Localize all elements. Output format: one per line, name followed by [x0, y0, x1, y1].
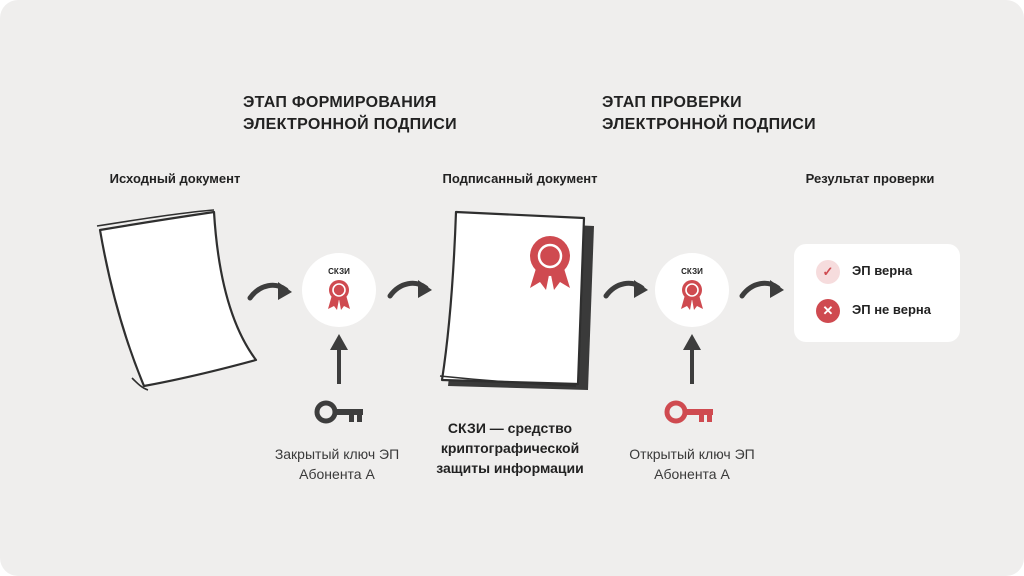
verification-result-card: ✓ ЭП верна ✕ ЭП не верна: [794, 244, 960, 342]
stage-signing-line1: ЭТАП ФОРМИРОВАНИЯ: [243, 94, 437, 111]
skzi-definition-line1: СКЗИ — средство: [447, 420, 573, 436]
public-key-line1: Открытый ключ ЭП: [629, 446, 755, 462]
skzi-definition-line3: защиты информации: [436, 460, 584, 476]
flow-arrow-3: [603, 280, 648, 299]
up-arrow-private-key: [330, 334, 348, 384]
cross-icon: ✕: [816, 299, 840, 323]
skzi-signing-circle: СКЗИ: [302, 253, 376, 327]
check-icon: ✓: [816, 260, 840, 284]
private-key-line2: Абонента А: [299, 466, 375, 482]
column-title-signed: Подписанный документ: [442, 171, 598, 186]
stage-verification-line2: ЭЛЕКТРОННОЙ ПОДПИСИ: [602, 116, 816, 133]
signed-document-icon: [439, 210, 594, 390]
skzi-badge-label: СКЗИ: [681, 267, 703, 276]
seal-icon: [681, 280, 703, 310]
source-document-icon: [96, 209, 258, 391]
stage-signing-heading: ЭТАП ФОРМИРОВАНИЯ ЭЛЕКТРОННОЙ ПОДПИСИ: [243, 92, 457, 136]
private-key-caption: Закрытый ключ ЭП Абонента А: [252, 444, 422, 484]
flow-arrow-2: [387, 280, 432, 299]
stage-verification-heading: ЭТАП ПРОВЕРКИ ЭЛЕКТРОННОЙ ПОДПИСИ: [602, 92, 816, 136]
private-key-line1: Закрытый ключ ЭП: [274, 446, 400, 462]
public-key-icon: [664, 400, 713, 424]
column-title-result: Результат проверки: [805, 171, 935, 186]
flow-arrow-1: [247, 282, 292, 301]
flow-arrow-4: [739, 280, 784, 299]
skzi-definition-caption: СКЗИ — средство криптографической защиты…: [420, 418, 600, 478]
result-label-invalid: ЭП не верна: [852, 302, 931, 317]
stage-verification-line1: ЭТАП ПРОВЕРКИ: [602, 94, 742, 111]
up-arrow-public-key: [683, 334, 701, 384]
signed-document-seal: [530, 236, 570, 290]
result-label-valid: ЭП верна: [852, 263, 913, 278]
public-key-line2: Абонента А: [654, 466, 730, 482]
skzi-badge-label: СКЗИ: [328, 267, 350, 276]
stage-signing-line2: ЭЛЕКТРОННОЙ ПОДПИСИ: [243, 116, 457, 133]
seal-icon: [328, 280, 350, 310]
skzi-definition-line2: криптографической: [440, 440, 580, 456]
skzi-verification-circle: СКЗИ: [655, 253, 729, 327]
public-key-caption: Открытый ключ ЭП Абонента А: [605, 444, 779, 484]
private-key-icon: [314, 400, 363, 424]
column-title-source: Исходный документ: [109, 171, 241, 186]
